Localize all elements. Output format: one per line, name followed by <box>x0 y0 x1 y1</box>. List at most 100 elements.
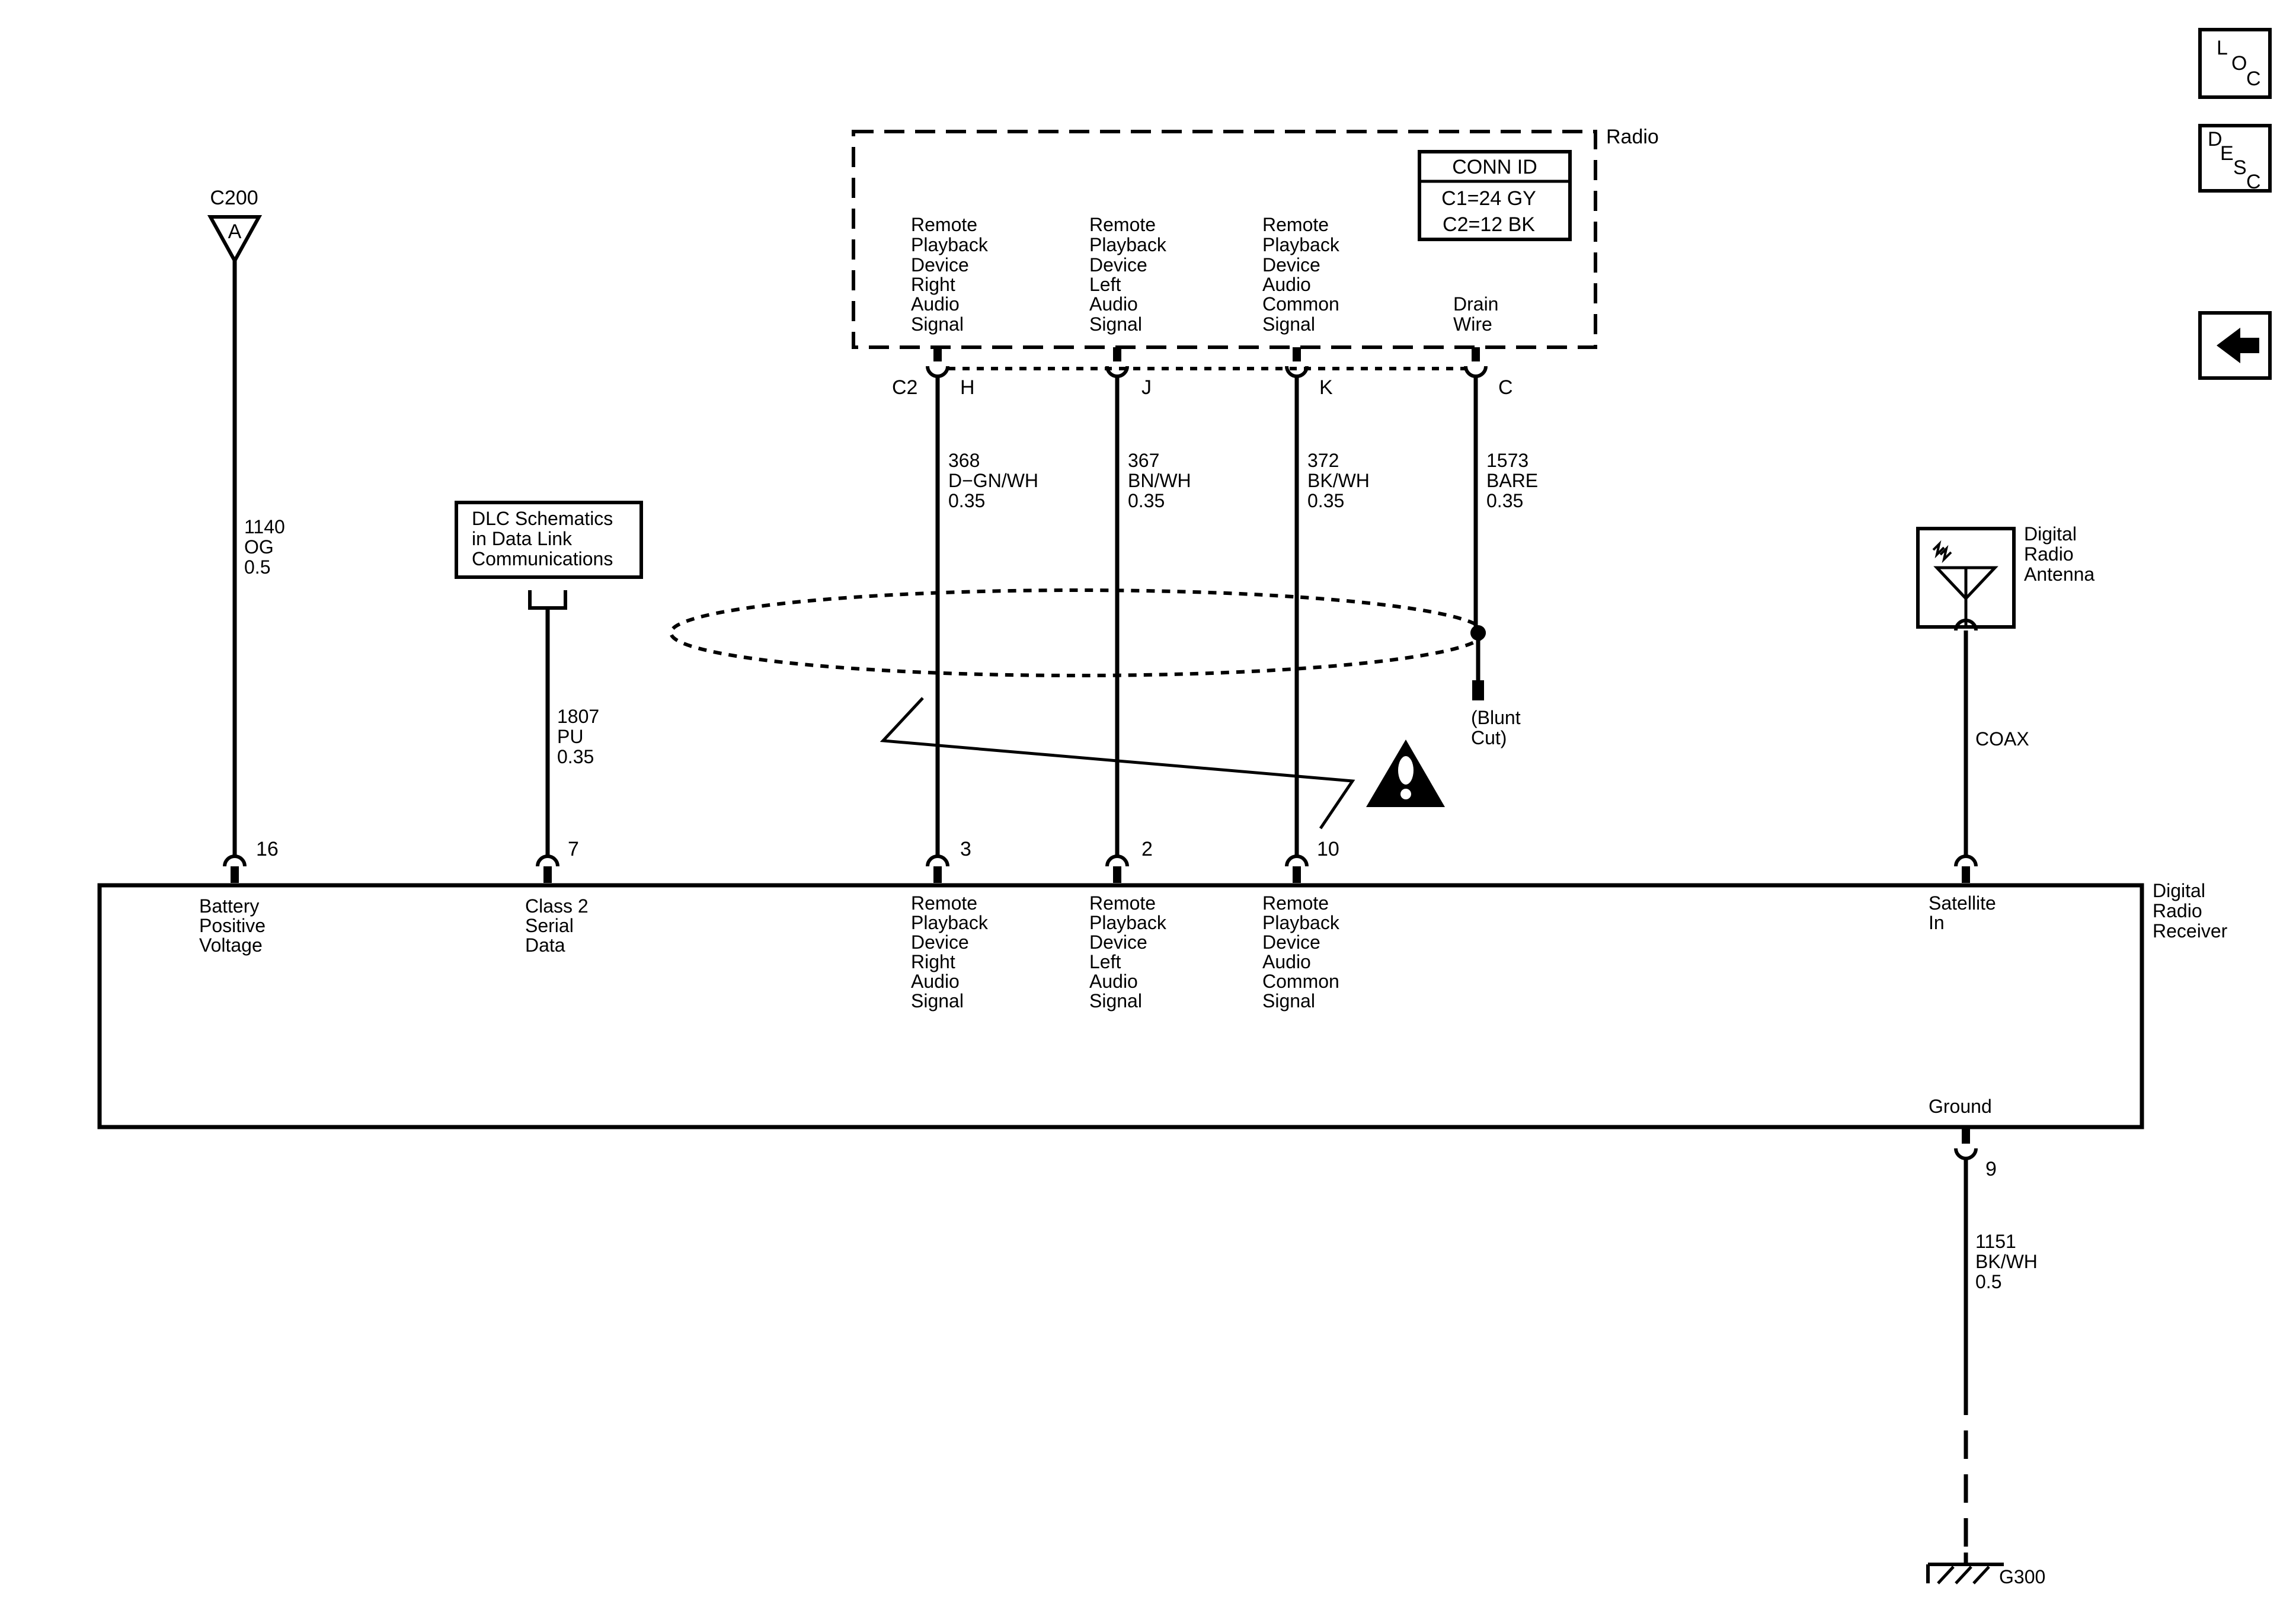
svg-text:Radio: Radio <box>2024 543 2074 565</box>
svg-text:Signal: Signal <box>1262 990 1315 1012</box>
svg-text:Playback: Playback <box>1089 912 1167 933</box>
svg-text:Playback: Playback <box>1089 234 1167 255</box>
svg-text:0.35: 0.35 <box>948 490 985 511</box>
pin-h-label: H <box>960 376 975 399</box>
svg-text:Digital: Digital <box>2153 880 2205 901</box>
receiver-terminal-desc-7: Class 2 Serial Data <box>525 895 589 956</box>
svg-text:Device: Device <box>1089 254 1147 276</box>
svg-text:Device: Device <box>911 932 969 953</box>
svg-text:Signal: Signal <box>911 313 964 335</box>
radio-terminal-desc-c: Drain Wire <box>1453 293 1498 335</box>
shield-ellipse <box>669 588 1486 677</box>
svg-text:Remote: Remote <box>1089 892 1156 914</box>
conn-id-title: CONN ID <box>1452 156 1537 178</box>
connector-c200-label: C200 <box>210 187 258 209</box>
loc-letter-o: O <box>2231 52 2247 75</box>
svg-text:0.5: 0.5 <box>1975 1271 2001 1292</box>
svg-text:Left: Left <box>1089 274 1121 295</box>
svg-text:Audio: Audio <box>1262 274 1311 295</box>
wire-368: 368 D−GN/WH 0.35 <box>935 375 1038 856</box>
wire-372: 372 BK/WH 0.35 <box>1294 375 1370 856</box>
pin-k-label: K <box>1319 376 1333 399</box>
svg-text:Audio: Audio <box>911 971 960 992</box>
svg-text:Audio: Audio <box>1262 951 1311 972</box>
pin-c-label: C <box>1498 376 1513 399</box>
radio-label: Radio <box>1606 126 1659 148</box>
conn-id-c1: C1=24 GY <box>1441 187 1536 210</box>
digital-radio-receiver: Digital Radio Receiver Battery Positive … <box>97 880 2228 1129</box>
svg-text:Audio: Audio <box>911 293 960 315</box>
svg-text:Remote: Remote <box>911 892 977 914</box>
receiver-pin-2: 2 <box>1141 838 1153 860</box>
svg-text:Class 2: Class 2 <box>525 895 589 917</box>
svg-text:Wire: Wire <box>1453 313 1492 335</box>
ground-g300: G300 <box>1926 1553 2045 1587</box>
radio-terminal-desc-j: Remote Playback Device Left Audio Signal <box>1089 214 1167 335</box>
loc-button[interactable]: L O C <box>2198 28 2272 99</box>
ground-g300-label: G300 <box>1999 1566 2045 1587</box>
svg-text:BK/WH: BK/WH <box>1975 1251 2038 1272</box>
svg-text:368: 368 <box>948 450 980 471</box>
svg-text:Digital: Digital <box>2024 523 2077 545</box>
svg-text:Common: Common <box>1262 293 1339 315</box>
receiver-pin-9: 9 <box>1985 1158 1997 1180</box>
svg-text:PU: PU <box>557 726 583 747</box>
desc-letter-d: D <box>2208 128 2223 151</box>
svg-text:Remote: Remote <box>911 214 977 235</box>
radio-component: Radio CONN ID C1=24 GY C2=12 BK Remote P… <box>852 126 1659 349</box>
conn-id-box: CONN ID C1=24 GY C2=12 BK <box>1418 150 1572 241</box>
receiver-pins-top <box>223 854 1978 883</box>
svg-text:0.35: 0.35 <box>1486 490 1523 511</box>
svg-text:Remote: Remote <box>1262 214 1329 235</box>
svg-text:Battery: Battery <box>199 895 259 917</box>
blunt-cut-label: (Blunt <box>1471 707 1521 728</box>
receiver-terminal-desc-satellite: Satellite In <box>1929 892 1996 933</box>
wire-1807: 1807 PU 0.35 <box>528 590 599 856</box>
svg-text:Playback: Playback <box>1262 912 1340 933</box>
svg-text:BN/WH: BN/WH <box>1128 470 1191 491</box>
wire-1573-drain: 1573 BARE 0.35 (Blunt Cut) <box>1470 375 1538 748</box>
svg-text:Common: Common <box>1262 971 1339 992</box>
svg-text:COAX: COAX <box>1975 728 2029 750</box>
svg-text:Data: Data <box>525 934 565 956</box>
receiver-pin-10: 10 <box>1317 838 1339 860</box>
dlc-schematics-link[interactable]: DLC Schematics in Data Link Communicatio… <box>455 501 643 579</box>
receiver-terminal-desc-2: Remote Playback Device Left Audio Signal <box>1089 892 1167 1012</box>
coax-cable: COAX <box>1954 619 2029 856</box>
connector-c200-pin: A <box>228 220 242 243</box>
desc-letter-e: E <box>2220 142 2234 165</box>
receiver-ground-label: Ground <box>1929 1096 1992 1117</box>
radio-terminal-desc-k: Remote Playback Device Audio Common Sign… <box>1262 214 1340 335</box>
svg-text:Playback: Playback <box>911 912 989 933</box>
svg-text:BARE: BARE <box>1486 470 1538 491</box>
svg-text:Playback: Playback <box>911 234 989 255</box>
back-button[interactable] <box>2198 311 2272 380</box>
svg-text:Playback: Playback <box>1262 234 1340 255</box>
svg-text:Signal: Signal <box>911 990 964 1012</box>
left-arrow-icon <box>2217 328 2259 363</box>
svg-text:Antenna: Antenna <box>2024 564 2094 585</box>
svg-text:1151: 1151 <box>1975 1231 2016 1252</box>
svg-text:1807: 1807 <box>557 706 599 727</box>
desc-button[interactable]: D E S C <box>2198 124 2272 193</box>
receiver-pin-7: 7 <box>568 838 579 860</box>
svg-text:Signal: Signal <box>1089 990 1142 1012</box>
svg-text:OG: OG <box>244 536 274 558</box>
desc-letter-s: S <box>2233 156 2247 179</box>
svg-text:Right: Right <box>911 951 955 972</box>
svg-text:0.35: 0.35 <box>1307 490 1344 511</box>
svg-text:Voltage: Voltage <box>199 934 263 956</box>
svg-text:0.35: 0.35 <box>557 746 594 767</box>
wire-367: 367 BN/WH 0.35 <box>1115 375 1191 856</box>
svg-text:367: 367 <box>1128 450 1159 471</box>
svg-text:Satellite: Satellite <box>1929 892 1996 914</box>
conn-id-c2: C2=12 BK <box>1443 213 1535 236</box>
svg-text:Signal: Signal <box>1089 313 1142 335</box>
svg-text:Right: Right <box>911 274 955 295</box>
svg-text:Receiver: Receiver <box>2153 920 2228 942</box>
svg-text:BK/WH: BK/WH <box>1307 470 1370 491</box>
svg-text:0.5: 0.5 <box>244 556 270 578</box>
svg-text:DLC Schematics: DLC Schematics <box>472 508 613 529</box>
receiver-terminal-desc-10: Remote Playback Device Audio Common Sign… <box>1262 892 1340 1012</box>
svg-text:Radio: Radio <box>2153 900 2202 921</box>
